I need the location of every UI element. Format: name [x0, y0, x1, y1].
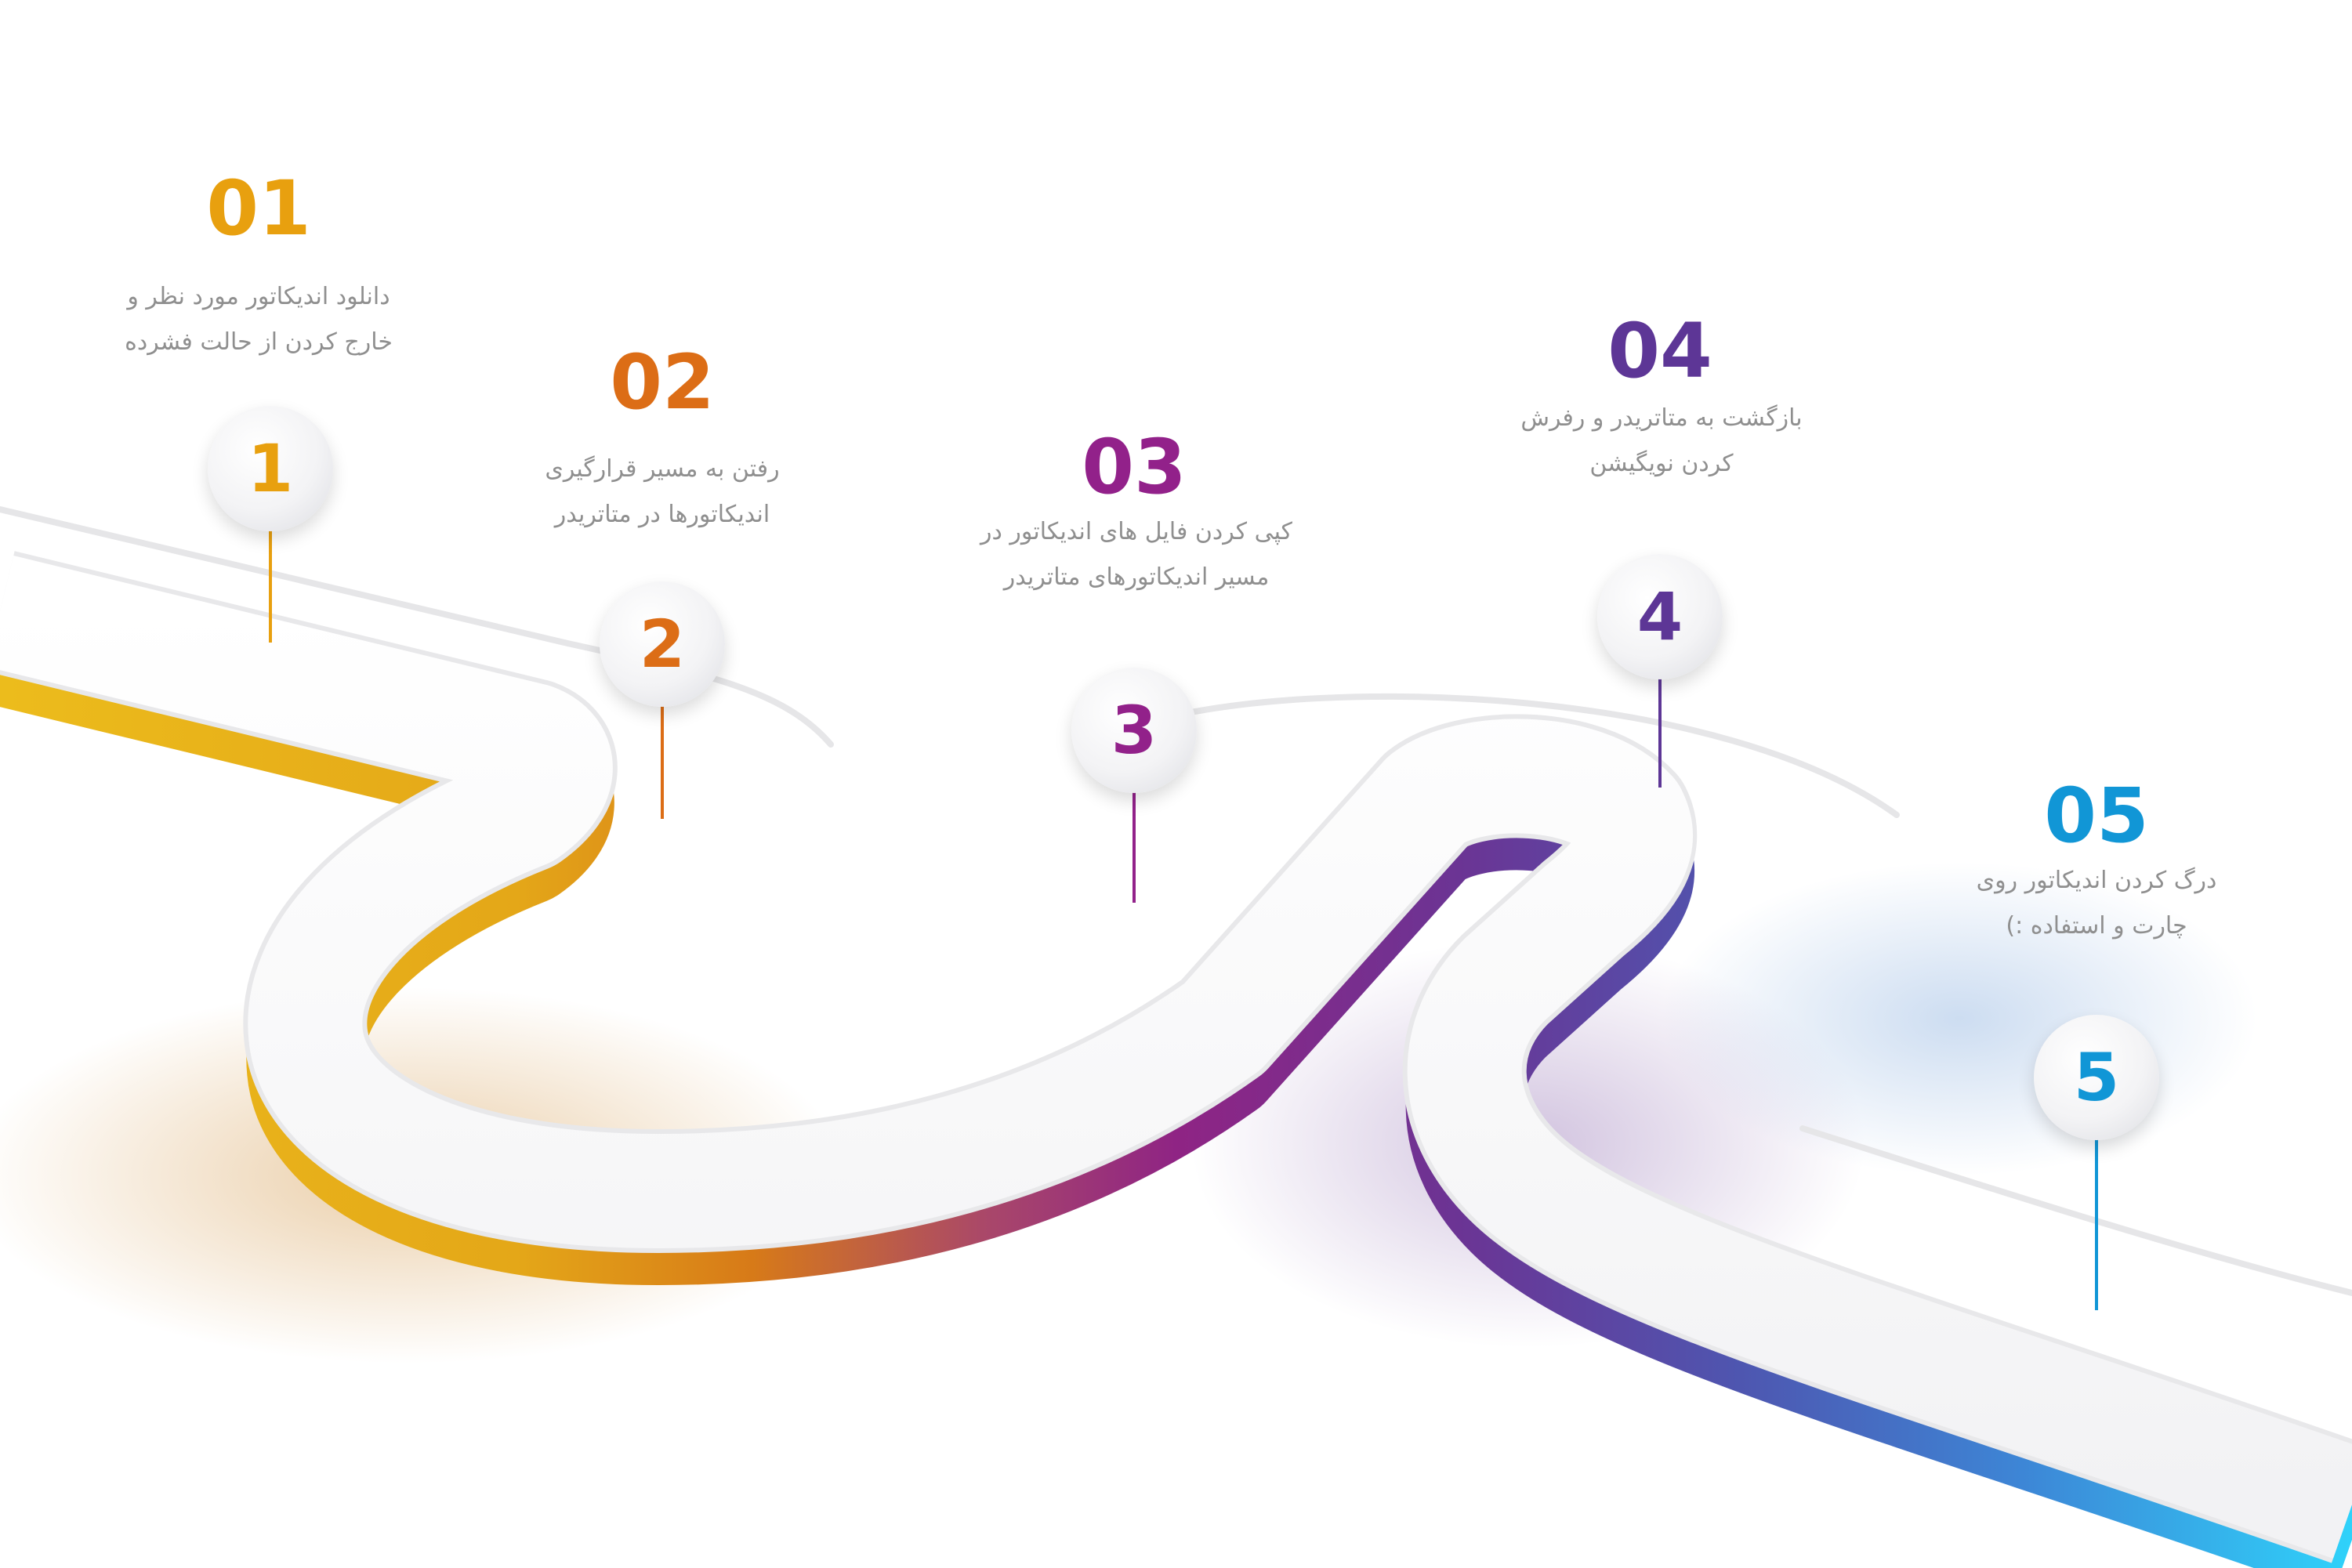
step-marker-4: 4: [1597, 554, 1723, 679]
step-marker-2: 2: [600, 581, 725, 707]
step-description-5: درگ کردن اندیکاتور روی چارت و استفاده :): [1861, 858, 2332, 949]
step-description-line: دانلود اندیکاتور مورد نظر و: [127, 283, 390, 310]
step-number-5: 05: [2044, 772, 2149, 860]
step-marker-5: 5: [2034, 1015, 2159, 1140]
step-description-3: کپی کردن فایل های اندیکاتور در مسیر اندیک…: [886, 509, 1387, 600]
step-description-4: بازگشت به متاتریدر و رفرش کردن نویگیشن: [1426, 396, 1897, 487]
step-description-line: بازگشت به متاتریدر و رفرش: [1520, 404, 1803, 432]
road-surface-inner: [0, 556, 2352, 1559]
step-description-line: درگ کردن اندیکاتور روی: [1976, 867, 2217, 894]
step-marker-number: 1: [247, 430, 294, 507]
step-description-line: رفتن به مسیر قرارگیری: [545, 455, 780, 483]
step-number-2: 02: [610, 339, 715, 426]
step-marker-3: 3: [1071, 668, 1197, 793]
step-marker-number: 5: [2073, 1039, 2120, 1116]
step-marker-number: 3: [1111, 692, 1158, 769]
step-description-line: مسیر اندیکاتورهای متاتریدر: [1003, 563, 1270, 591]
step-description-line: چارت و استفاده :): [2006, 912, 2187, 940]
step-description-2: رفتن به مسیر قرارگیری اندیکاتورها در متات…: [427, 447, 897, 538]
step-description-line: کپی کردن فایل های اندیکاتور در: [980, 518, 1292, 545]
step-description-line: اندیکاتورها در متاتریدر: [554, 501, 770, 528]
step-number-4: 04: [1607, 307, 1712, 395]
step-description-1: دانلود اندیکاتور مورد نظر و خارج کردن از …: [24, 274, 494, 365]
step-marker-1: 1: [208, 406, 333, 531]
step-number-3: 03: [1082, 423, 1187, 511]
step-description-line: خارج کردن از حالت فشرده: [125, 328, 393, 356]
step-marker-number: 2: [639, 606, 686, 683]
pin-stems: [269, 525, 2098, 1310]
step-marker-number: 4: [1636, 578, 1683, 655]
step-number-1: 01: [206, 165, 311, 252]
step-description-line: کردن نویگیشن: [1589, 450, 1734, 477]
